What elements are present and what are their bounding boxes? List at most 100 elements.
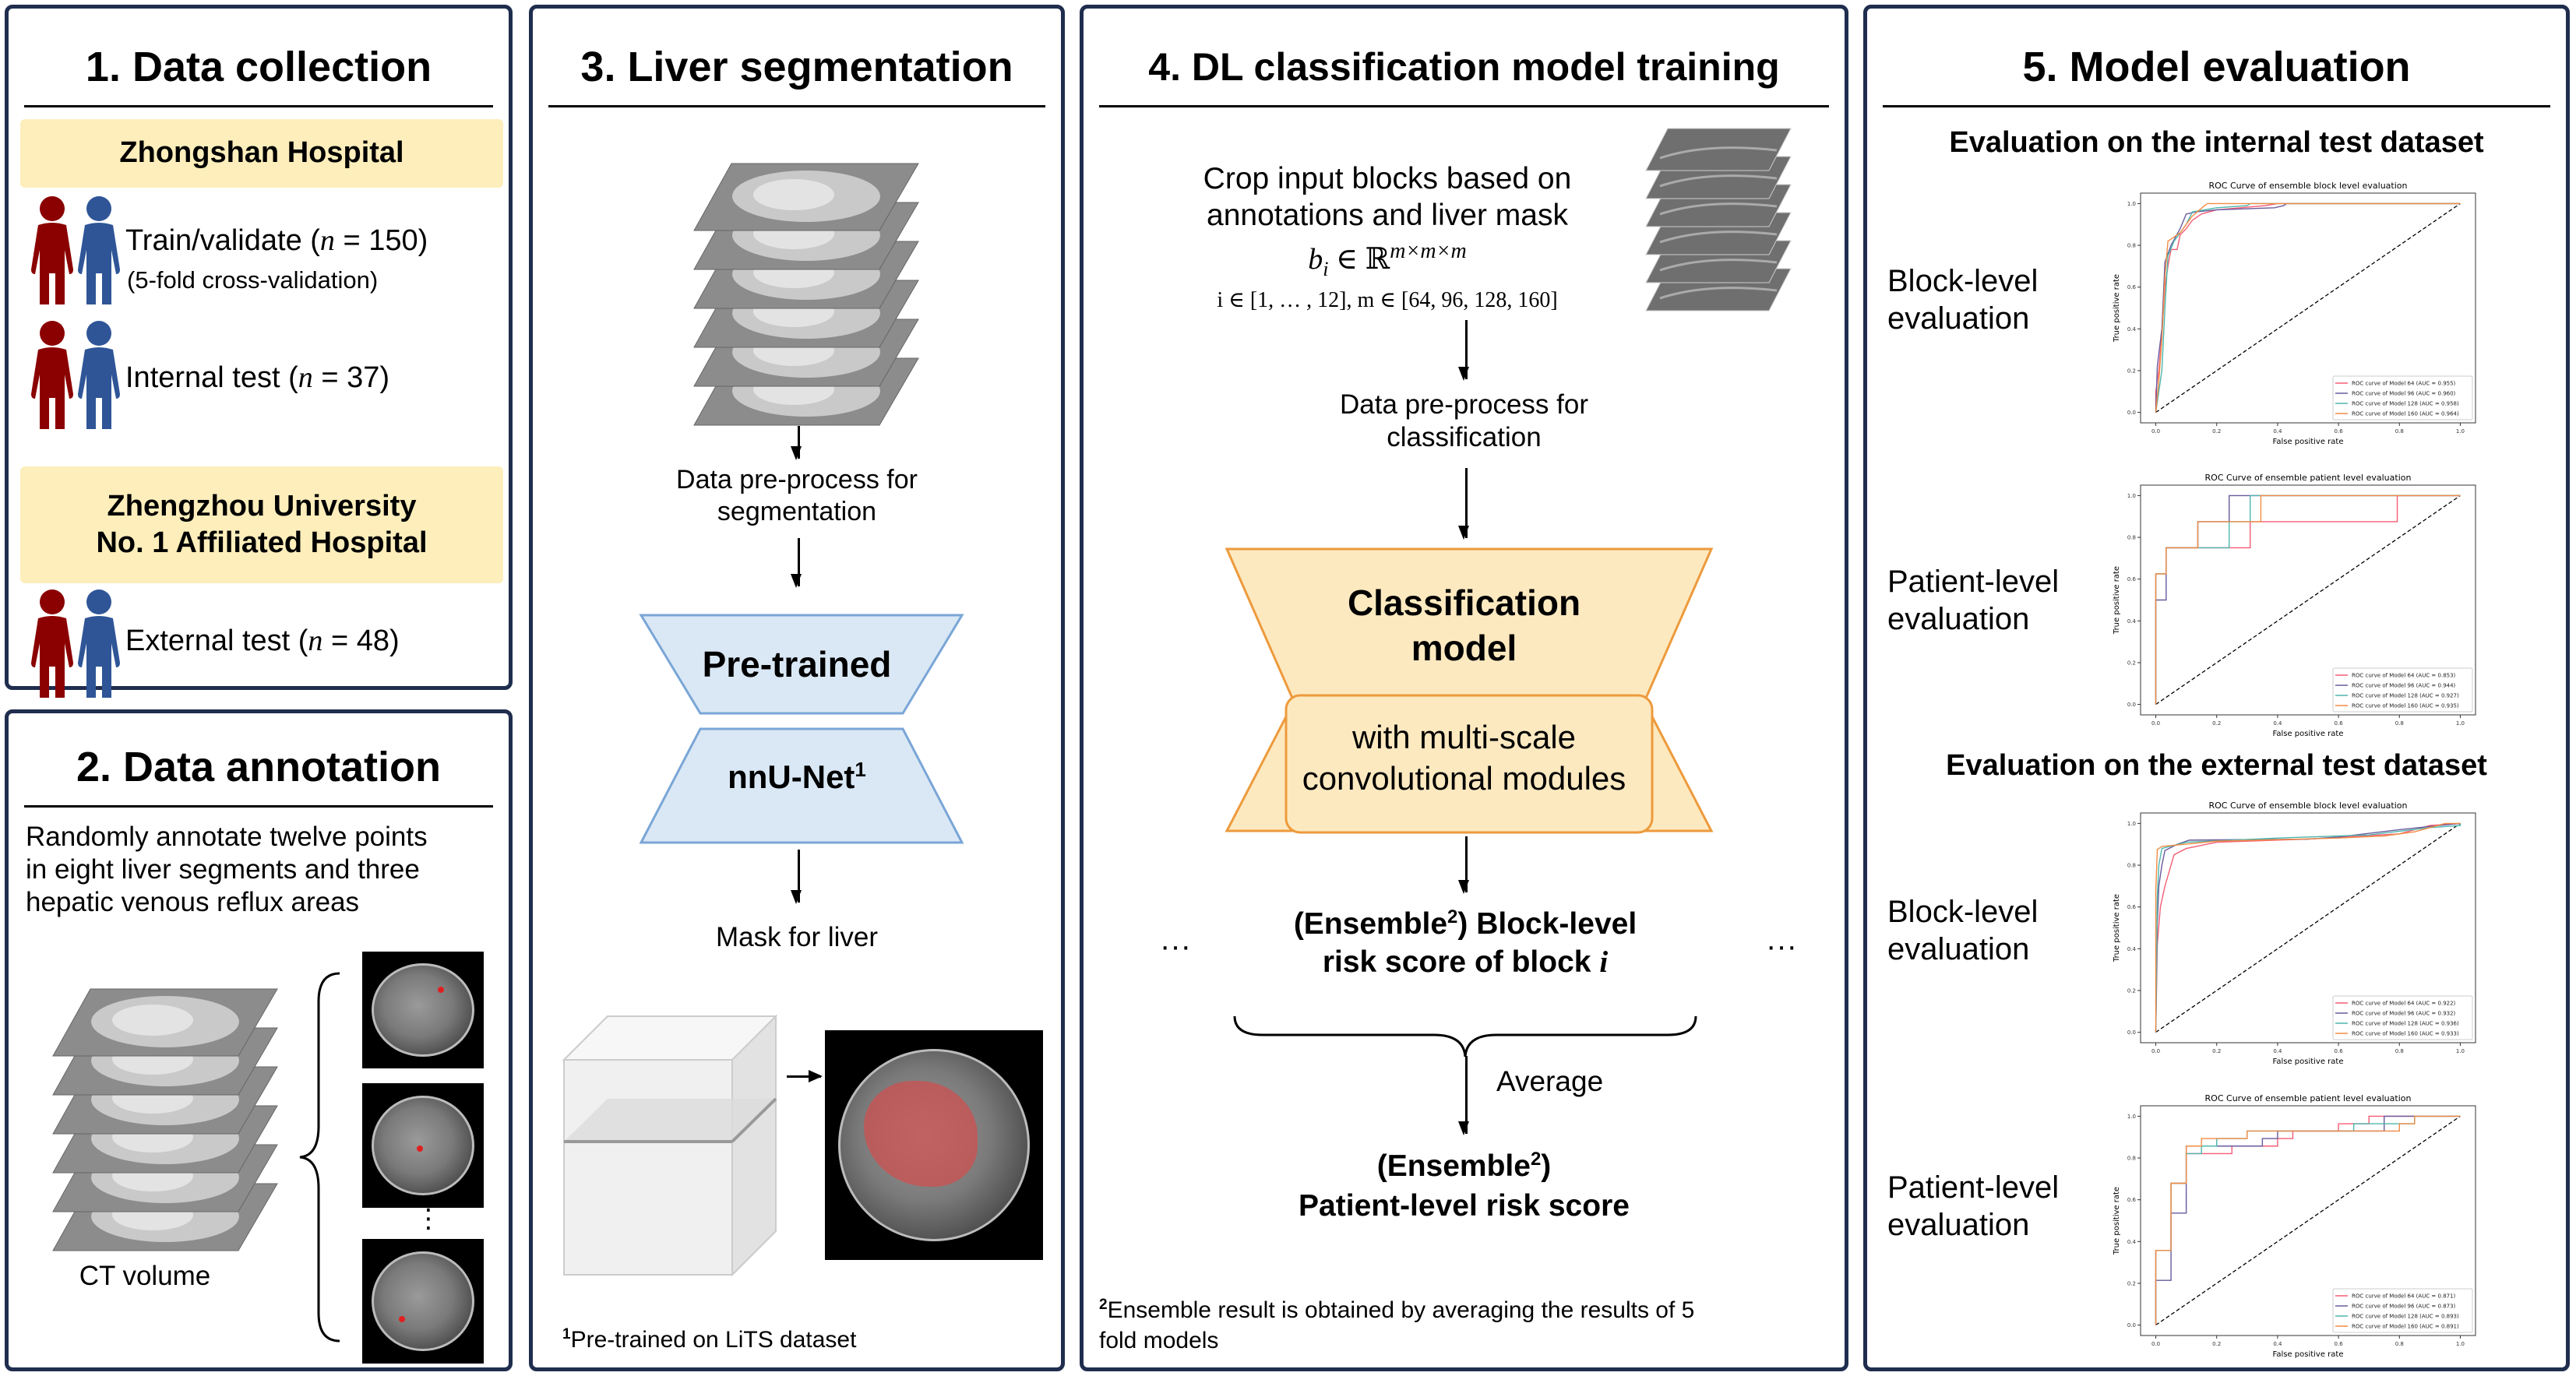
annotated-ct-slice[interactable] — [362, 1083, 484, 1208]
title-divider — [24, 105, 493, 107]
text-line: evaluation — [1887, 932, 2030, 966]
x-tick-label: 0.8 — [2395, 428, 2404, 435]
x-axis-label: False positive rate — [2273, 438, 2344, 446]
title-divider — [1099, 105, 1829, 107]
y-tick-label: 0.4 — [2127, 946, 2137, 952]
x-axis-label: False positive rate — [2273, 730, 2344, 738]
title-divider — [24, 805, 493, 808]
description-line: hepatic venous reflux areas — [26, 887, 360, 917]
annotated-ct-slice[interactable] — [362, 952, 484, 1068]
panel-data-annotation: 2. Data annotation Randomly annotate twe… — [5, 709, 513, 1371]
legend-entry: ROC curve of Model 160 (AUC = 0.935) — [2352, 703, 2459, 709]
roc-chart-internal-patient: ROC Curve of ensemble patient level eval… — [2113, 473, 2476, 738]
eq-sub: i — [1323, 257, 1329, 280]
panel-title: 3. Liver segmentation — [580, 44, 1013, 90]
text: ) — [1541, 1149, 1552, 1183]
y-tick-label: 1.0 — [2127, 821, 2136, 827]
annotated-ct-slice[interactable] — [362, 1239, 484, 1364]
text-line: evaluation — [1887, 1208, 2030, 1242]
x-tick-label: 0.4 — [2273, 428, 2282, 435]
x-tick-label: 0.0 — [2151, 1341, 2160, 1347]
count: = 37) — [312, 361, 389, 394]
text-line: Crop input blocks based on — [1203, 162, 1572, 195]
segmented-liver-ct — [825, 1030, 1043, 1260]
x-tick-label: 0.2 — [2212, 428, 2221, 435]
patients-icon — [30, 589, 121, 702]
n-symbol: n — [298, 361, 313, 394]
footnote-text: Ensemble result is obtained by averaging… — [1107, 1297, 1695, 1323]
y-tick-label: 0.2 — [2127, 1280, 2136, 1286]
description-line: Randomly annotate twelve points — [26, 822, 428, 852]
legend-entry: ROC curve of Model 160 (AUC = 0.964) — [2352, 411, 2459, 417]
legend-entry: ROC curve of Model 96 (AUC = 0.944) — [2352, 683, 2456, 689]
ellipsis-left: ··· — [1160, 929, 1191, 963]
female-patient-icon — [30, 320, 74, 433]
block-equation: bi ∈ ℝm×m×m — [1185, 241, 1590, 280]
arrow-down — [1458, 468, 1469, 540]
patients-icon — [30, 320, 121, 433]
eq-rel: ∈ ℝ — [1328, 243, 1390, 276]
panel-title: 2. Data annotation — [76, 744, 442, 790]
roc-curve — [2155, 822, 2461, 1033]
legend-entry: ROC curve of Model 96 (AUC = 0.873) — [2352, 1304, 2456, 1310]
text-line: with multi-scale — [1351, 719, 1577, 755]
y-tick-label: 0.4 — [2127, 326, 2137, 333]
y-tick-label: 0.6 — [2127, 284, 2137, 290]
y-tick-label: 0.4 — [2127, 618, 2137, 625]
legend-entry: ROC curve of Model 160 (AUC = 0.891) — [2352, 1324, 2459, 1330]
nnunet-label: nnU-Net1 — [533, 758, 1061, 797]
female-patient-icon — [30, 195, 74, 308]
roc-chart-internal-block: ROC Curve of ensemble block level evalua… — [2113, 181, 2476, 446]
arrow-right — [787, 1070, 823, 1082]
arrow-down — [791, 850, 802, 904]
internal-heading: Evaluation on the internal test dataset — [1949, 126, 2484, 159]
n-symbol: n — [308, 625, 323, 657]
classification-model-shape — [1225, 547, 1714, 834]
block-index: i — [1599, 945, 1609, 979]
x-tick-label: 0.4 — [2273, 720, 2282, 727]
y-tick-label: 0.0 — [2127, 702, 2136, 708]
roc-chart-external-patient: ROC Curve of ensemble patient level eval… — [2113, 1093, 2476, 1359]
footnote-text: fold models — [1099, 1328, 1219, 1353]
y-tick-label: 0.6 — [2127, 576, 2137, 582]
n-symbol: n — [319, 224, 335, 257]
text-line: Patient-level — [1887, 1170, 2060, 1205]
legend — [2332, 995, 2473, 1040]
preprocess-label: Data pre-process for classification — [1084, 389, 1845, 454]
mask-label: Mask for liver — [715, 922, 879, 952]
hospital-name: Zhongshan Hospital — [119, 136, 404, 170]
pretrained-label: Pre-trained — [702, 644, 892, 684]
y-axis-label: True positive rate — [2113, 566, 2121, 635]
legend-entry: ROC curve of Model 128 (AUC = 0.927) — [2352, 693, 2459, 699]
y-tick-label: 0.0 — [2127, 1029, 2136, 1036]
legend-entry: ROC curve of Model 64 (AUC = 0.922) — [2352, 1001, 2456, 1007]
ct-volume-stack — [692, 160, 926, 429]
eq-var: b — [1308, 243, 1323, 276]
hospital-name-line1: Zhengzhou University — [107, 489, 417, 523]
average-label: Average — [1496, 1065, 1604, 1097]
crop-description: Crop input blocks based on annotations a… — [1185, 161, 1590, 234]
y-tick-label: 0.8 — [2127, 535, 2136, 541]
arrow-down — [791, 426, 802, 460]
text-line: Block-level — [1887, 264, 2039, 298]
chance-diagonal — [2155, 202, 2461, 414]
y-tick-label: 0.0 — [2127, 410, 2136, 416]
roc-curve — [2155, 494, 2461, 705]
input-block-slice — [1645, 128, 1792, 171]
average-brace-icon — [1233, 1015, 1697, 1058]
text: (Ensemble — [1293, 907, 1448, 941]
male-patient-icon — [77, 589, 121, 702]
x-tick-label: 0.2 — [2212, 1048, 2221, 1054]
title-divider — [548, 105, 1045, 107]
x-tick-label: 0.6 — [2335, 720, 2344, 727]
y-tick-label: 0.8 — [2127, 863, 2136, 869]
roc-chart-external-block: ROC Curve of ensemble block level evalua… — [2113, 801, 2476, 1066]
count: = 150) — [334, 224, 428, 257]
x-tick-label: 0.4 — [2273, 1341, 2282, 1347]
panel-title: 5. Model evaluation — [2022, 44, 2411, 90]
text-line: Patient-level — [1887, 565, 2060, 599]
roc-curve — [2155, 823, 2461, 1033]
